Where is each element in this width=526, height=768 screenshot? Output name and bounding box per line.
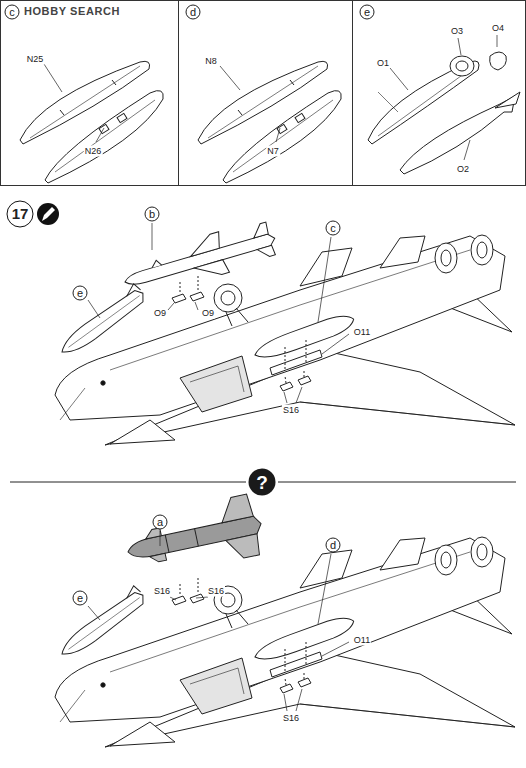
callout-letter: e — [73, 591, 88, 606]
line-art — [250, 222, 269, 238]
aircraft — [55, 235, 515, 445]
parts-panel: dN8N7 — [178, 0, 353, 186]
paint-icon — [37, 203, 59, 225]
line-art — [217, 494, 253, 523]
leader-lines — [44, 35, 497, 160]
step-number: 17 — [7, 201, 34, 228]
alternative-symbol: ? — [249, 469, 276, 496]
line-art — [318, 237, 331, 322]
line-art — [54, 585, 148, 662]
part-number: S16 — [207, 586, 225, 597]
tank-halves — [20, 61, 163, 183]
line-art — [170, 597, 176, 600]
leader-lines — [88, 223, 349, 403]
line-art — [322, 642, 349, 656]
callout-letter: b — [145, 207, 160, 222]
part-number: S16 — [282, 405, 300, 416]
line-art — [284, 694, 287, 711]
line-art — [450, 56, 474, 76]
watermark: HOBBY SEARCH — [24, 6, 120, 17]
callout-letter: d — [326, 538, 341, 553]
line-art — [490, 52, 507, 70]
part-number: S16 — [153, 586, 171, 597]
line-art — [123, 232, 276, 287]
divider — [278, 482, 516, 483]
line-art — [126, 515, 263, 561]
callout-letter: c — [326, 221, 341, 236]
panel-letter: d — [186, 5, 201, 20]
drop-tank — [54, 585, 148, 662]
line-art — [318, 554, 331, 624]
line-art — [456, 61, 468, 71]
callout-letter: a — [153, 515, 168, 530]
line-art — [226, 534, 262, 561]
parts-panel: eO1 O3 O4O2 — [352, 0, 526, 186]
line-art — [150, 259, 161, 268]
line-art — [44, 64, 62, 92]
line-art — [54, 283, 148, 360]
pylons — [172, 578, 322, 693]
pencil-symbol — [42, 207, 55, 221]
panel-letter: e — [360, 5, 375, 20]
line-art — [497, 35, 498, 47]
part-number: N26 — [84, 146, 103, 157]
panel-letter: c — [5, 5, 20, 20]
part-number: O9 — [153, 308, 167, 319]
part-number: N25 — [26, 54, 45, 65]
line-art — [495, 92, 520, 108]
part-number: O4 — [491, 23, 505, 34]
callout-letter: e — [73, 286, 88, 301]
part-number: O1 — [376, 58, 390, 69]
line-art — [195, 529, 199, 547]
line-art — [322, 334, 349, 354]
line-art — [88, 606, 100, 620]
leader-lines — [88, 531, 349, 711]
line-art — [186, 232, 223, 257]
line-art — [220, 66, 240, 90]
line-art — [96, 128, 104, 142]
line-art — [160, 531, 161, 546]
line-art — [296, 387, 302, 403]
line-art — [152, 223, 153, 250]
missile-a — [121, 492, 267, 581]
line-art — [378, 92, 398, 112]
parts-panel: cN25N26 — [0, 0, 179, 186]
line-art — [168, 303, 174, 310]
line-art — [194, 259, 230, 282]
line-art — [390, 68, 408, 90]
line-art — [458, 38, 461, 55]
line-art — [296, 689, 302, 711]
divider — [10, 482, 246, 483]
pylons — [172, 276, 322, 391]
line-art — [149, 553, 166, 563]
line-art — [284, 392, 287, 403]
drop-tank — [54, 283, 148, 360]
tank-halves — [198, 61, 341, 183]
part-number: O9 — [201, 308, 215, 319]
part-number: O11 — [353, 635, 371, 646]
part-number: S16 — [282, 713, 300, 724]
part-number: N8 — [204, 56, 218, 67]
missile-b — [119, 217, 281, 301]
aircraft — [55, 537, 515, 747]
line-art — [88, 300, 100, 318]
part-number: N7 — [266, 146, 280, 157]
line-art — [257, 245, 275, 259]
tank-parts — [368, 52, 520, 174]
part-number: O11 — [353, 327, 371, 338]
line-art — [195, 302, 198, 310]
part-number: O3 — [450, 26, 464, 37]
line-art — [144, 528, 161, 539]
line-art — [165, 535, 169, 553]
line-art — [276, 128, 280, 142]
part-number: O2 — [456, 164, 470, 175]
line-art — [196, 597, 208, 598]
line-art — [464, 140, 470, 160]
